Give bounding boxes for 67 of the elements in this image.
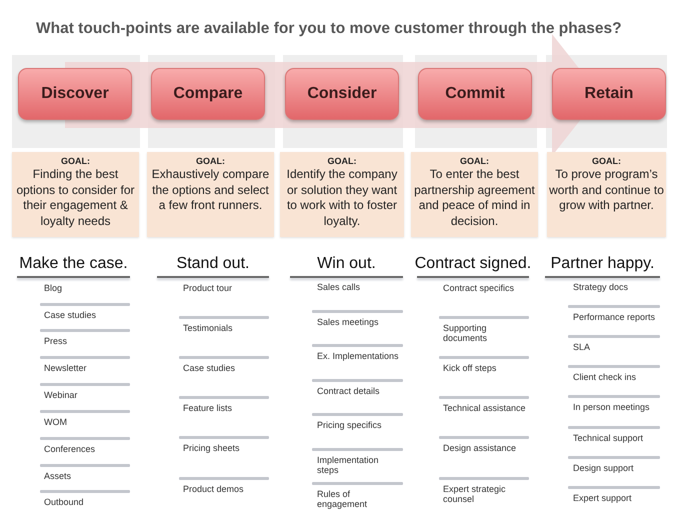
touchpoint-item: Implementation steps: [317, 455, 380, 475]
goal-heading: GOAL:: [592, 156, 621, 167]
touchpoint-item: Case studies: [183, 363, 236, 373]
touchpoint-item: Performance reports: [573, 312, 656, 322]
touchpoint-item: Conferences: [44, 444, 96, 454]
phase-box: [285, 68, 399, 120]
touchpoint-item: Technical support: [573, 433, 644, 443]
touchpoint-item: Press: [44, 336, 68, 346]
touchpoint-item: Contract details: [317, 386, 380, 396]
goal-heading: GOAL:: [460, 156, 489, 167]
goal-box: [411, 152, 538, 237]
goal-box: [12, 152, 139, 237]
goal-heading: GOAL:: [328, 156, 356, 167]
phase-title: Compare: [173, 85, 243, 103]
touchpoint-item: Webinar: [44, 390, 78, 400]
phase-title: Consider: [307, 85, 377, 103]
touchpoint-item: Contract specifics: [443, 283, 514, 293]
touchpoint-item: Design assistance: [443, 443, 516, 453]
touchpoint-item: Assets: [44, 471, 72, 481]
touchpoint-item: Sales calls: [317, 282, 360, 292]
touchpoint-item: Supporting documents: [443, 323, 488, 343]
touchpoint-item: Feature lists: [183, 403, 232, 413]
phase-box: [552, 68, 666, 120]
goal-box: [547, 152, 666, 237]
goal-heading: GOAL:: [196, 156, 225, 167]
touchpoint-item: SLA: [573, 342, 590, 352]
touchpoint-item: Blog: [44, 283, 62, 293]
goal-text: To prove program’s worth and continue to grow with partner.: [549, 167, 664, 214]
column-heading: Stand out.: [176, 254, 250, 274]
title: What touch-points are available for you to move customer through the phases?: [36, 20, 622, 38]
touchpoint-item: WOM: [44, 417, 67, 427]
goal-text: Finding the best options to consider for their engagement & loyalty needs: [15, 167, 136, 229]
column-heading: Make the case.: [19, 254, 128, 274]
touchpoint-item: Rules of engagement: [317, 489, 368, 509]
goal-heading: GOAL:: [61, 156, 90, 167]
goal-text: To enter the best partnership agreement and peace of mind in decision.: [413, 167, 536, 229]
touchpoint-item: Pricing sheets: [183, 443, 240, 453]
touchpoint-item: Ex. Implementations: [317, 351, 399, 361]
touchpoint-item: Strategy docs: [573, 282, 628, 292]
column-heading: Contract signed.: [414, 254, 532, 274]
touchpoint-item: Sales meetings: [317, 317, 379, 327]
touchpoint-item: Pricing specifics: [317, 420, 382, 430]
touchpoint-item: Case studies: [44, 310, 96, 320]
touchpoint-item: Outbound: [44, 497, 84, 507]
phase-box: [151, 68, 265, 120]
goal-text: Exhaustively compare the options and select a few front runners.: [150, 167, 270, 214]
column-heading: Partner happy.: [550, 254, 654, 274]
touchpoint-item: Client check ins: [573, 372, 636, 382]
touchpoint-item: Product demos: [183, 484, 244, 494]
touchpoint-item: Testimonials: [183, 323, 233, 333]
goal-text: Identify the company or solution they want to work with to foster loyalty.: [286, 167, 398, 229]
touchpoint-item: In person meetings: [573, 402, 650, 412]
phase-title: Discover: [41, 85, 109, 103]
phase-title: Commit: [445, 85, 505, 103]
goal-box: [147, 152, 274, 237]
touchpoint-item: Kick off steps: [443, 363, 496, 373]
touchpoint-item: Design support: [573, 463, 634, 473]
touchpoint-item: Product tour: [183, 283, 232, 293]
touchpoint-item: Newsletter: [44, 363, 87, 373]
column-heading: Win out.: [317, 254, 376, 274]
goal-box: [280, 152, 404, 237]
touchpoint-item: Expert support: [573, 493, 632, 503]
phase-box: [18, 68, 132, 120]
phase-box: [418, 68, 532, 120]
touchpoint-item: Expert strategic counsel: [443, 484, 507, 504]
touchpoint-item: Technical assistance: [443, 403, 526, 413]
phase-title: Retain: [584, 85, 634, 103]
